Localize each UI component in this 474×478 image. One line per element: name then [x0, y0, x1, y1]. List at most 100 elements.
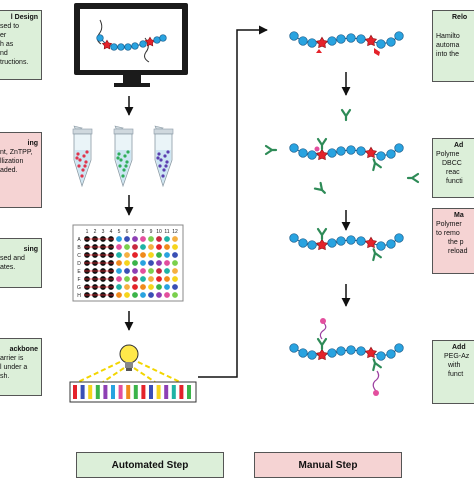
chain-bead	[298, 348, 308, 358]
chain-bead	[110, 43, 118, 51]
plate-well	[148, 260, 154, 266]
light-rays	[77, 361, 181, 383]
plate-well	[172, 268, 178, 274]
chain-bead	[386, 149, 396, 159]
colored-strip	[69, 381, 197, 403]
box-line: functi	[446, 178, 463, 185]
reaction-tube-icon	[113, 125, 134, 188]
plate-well	[156, 268, 162, 274]
plate-row-label: A	[77, 237, 81, 243]
plate-well	[172, 284, 178, 290]
plate-well	[140, 276, 146, 282]
plate-well	[140, 260, 146, 266]
plate-well	[172, 236, 178, 242]
azide-stroke	[406, 172, 420, 184]
azide-stroke	[313, 181, 326, 194]
chain-bead	[376, 39, 386, 49]
chain-bead	[336, 346, 346, 356]
dye-particle	[119, 158, 123, 162]
plate-well	[116, 276, 122, 282]
strip-bar	[118, 385, 123, 399]
box-line: to remo	[436, 230, 460, 237]
dye-particle	[81, 168, 85, 172]
legend-automated-label: Automated Step	[111, 459, 189, 471]
left-box-loading: ing nt, ZnTPP, llization aded.	[0, 132, 42, 208]
plate-column-label: 7	[134, 229, 137, 235]
plate-well	[164, 284, 170, 290]
box-line: arrier is	[0, 355, 24, 362]
chain-bead	[346, 33, 356, 43]
plate-well	[172, 276, 178, 282]
plate-wells	[84, 236, 178, 298]
left-box-backbone: ackbone arrier is l under a sh.	[0, 338, 42, 396]
chain-bead	[159, 34, 167, 42]
plate-well	[148, 252, 154, 258]
plate-well	[156, 244, 162, 250]
plate-well	[164, 260, 170, 266]
plate-well	[148, 236, 154, 242]
box-line: Polyme	[436, 151, 460, 158]
red-node	[364, 146, 378, 159]
tube-rim	[72, 128, 93, 135]
plate-column-label: 4	[110, 229, 113, 235]
plate-row-label: C	[77, 253, 81, 259]
plate-row-label: D	[77, 261, 81, 267]
chain-bead	[394, 143, 404, 153]
dye-particle	[84, 160, 88, 164]
plate-well	[132, 244, 138, 250]
box-title: ing	[27, 140, 39, 147]
dye-particle	[82, 154, 86, 158]
azide-marker	[406, 172, 420, 184]
chain-bead	[124, 43, 132, 51]
chain-bead	[356, 146, 366, 156]
reaction-tubes	[72, 125, 174, 188]
box-line: tructions.	[0, 59, 29, 66]
tube-rim	[113, 128, 134, 135]
chain-bead	[376, 241, 386, 251]
monitor-polymer-chain	[96, 19, 167, 63]
box-line: into the	[436, 51, 459, 58]
plate-column-label: 6	[126, 229, 129, 235]
dye-particle	[116, 156, 120, 160]
strip-bar	[73, 385, 77, 399]
plate-well	[172, 252, 178, 258]
chain-bead	[117, 43, 125, 51]
dye-particle	[158, 164, 162, 168]
box-line: ates.	[0, 264, 16, 271]
box-line: the p	[448, 239, 464, 246]
plate-column-label: 8	[142, 229, 145, 235]
dye-particle	[117, 152, 121, 156]
right-box-manual: Ma Polymer to remo the p reload	[432, 208, 474, 274]
right-box-add: Ad Polyme DBCC reac functi	[432, 138, 474, 198]
box-line: nd	[0, 50, 8, 57]
right-box-addition: Add PEG-Az with funct	[432, 340, 474, 404]
free-azide-reagents	[264, 108, 420, 194]
box-title: Add	[452, 344, 466, 351]
strip-bar	[149, 385, 153, 399]
box-line: Polymer	[436, 221, 462, 228]
chain-bead	[307, 38, 317, 48]
red-node	[315, 348, 329, 361]
box-line: l under a	[0, 364, 28, 371]
red-node	[315, 238, 329, 251]
dye-particle	[125, 160, 129, 164]
azide-stroke	[264, 144, 278, 156]
box-line: funct	[448, 371, 464, 378]
plate-well	[140, 292, 146, 298]
light-bulb-icon	[119, 344, 139, 371]
plate-well	[116, 260, 122, 266]
azide-stroke	[340, 108, 352, 122]
plate-well	[132, 236, 138, 242]
dye-particle	[78, 158, 82, 162]
plate-well	[164, 244, 170, 250]
dye-particle	[166, 150, 170, 154]
chain-bead	[356, 346, 366, 356]
strip-bar	[126, 385, 131, 399]
chain-bead	[336, 146, 346, 156]
reagent-dot	[314, 146, 320, 152]
legend-manual-label: Manual Step	[298, 459, 358, 471]
azide-stroke	[372, 358, 382, 372]
strip-bar	[171, 385, 176, 399]
